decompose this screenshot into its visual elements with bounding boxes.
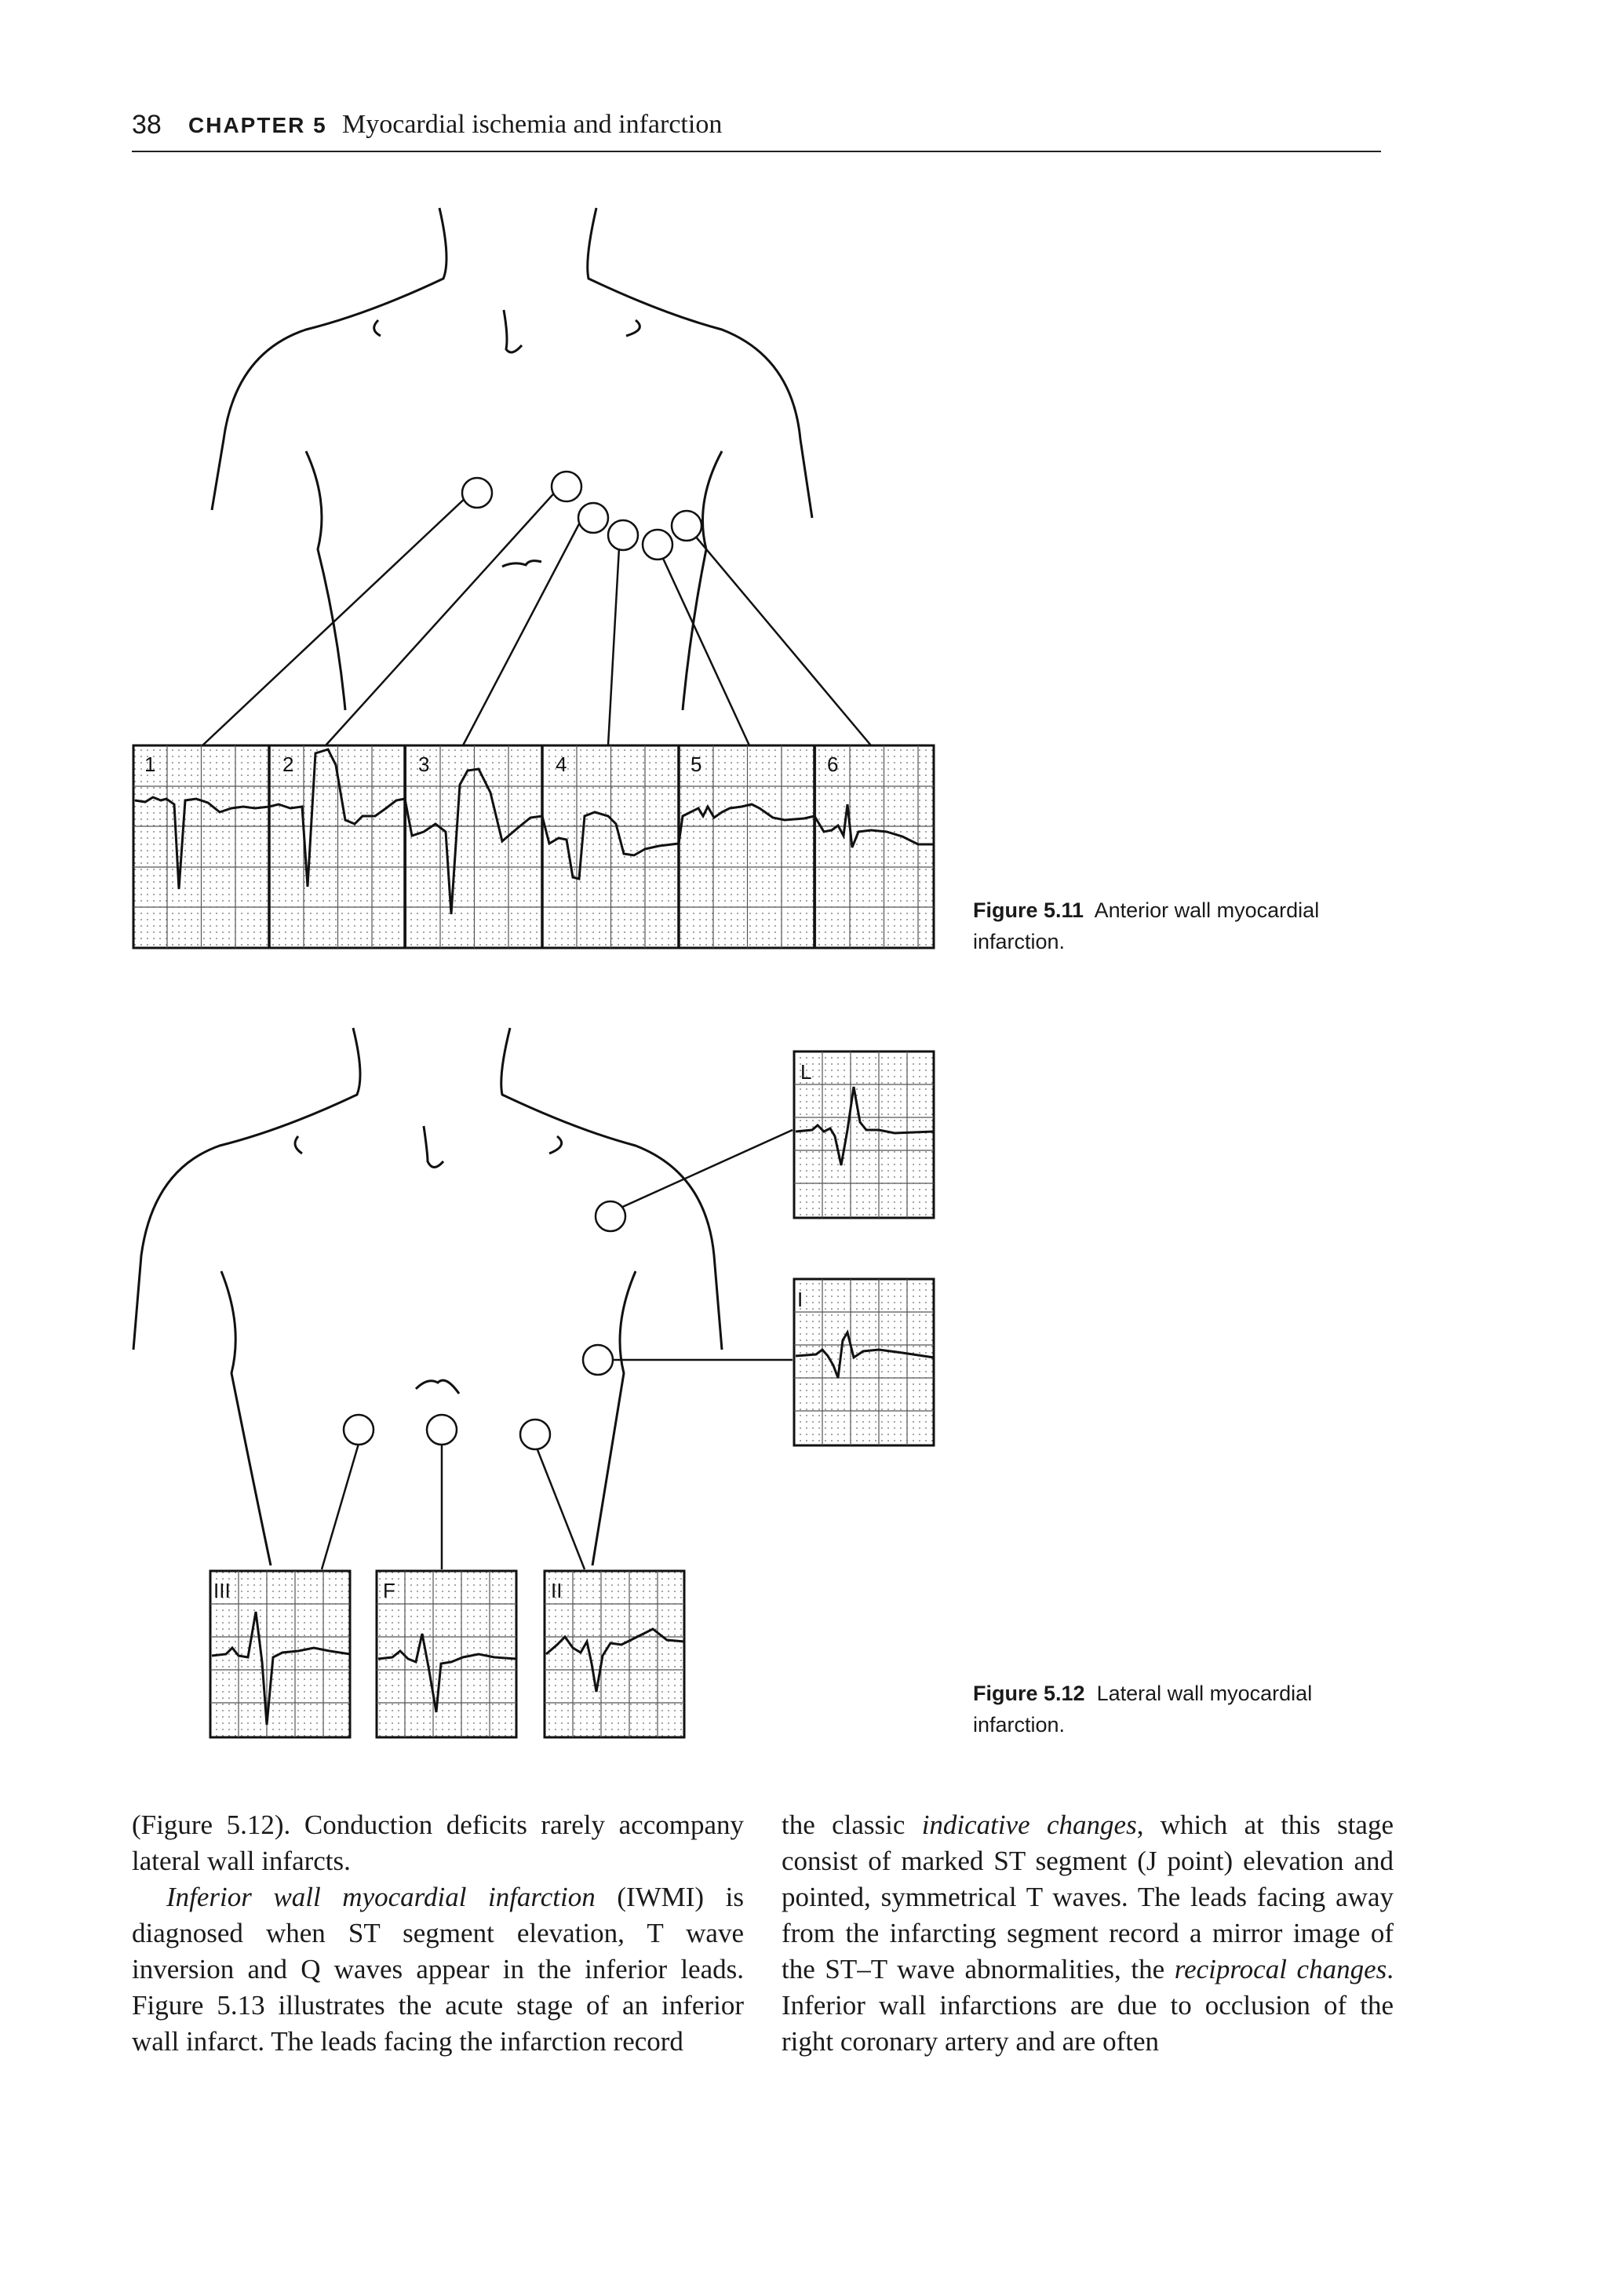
figure-5-11-caption: Figure 5.11 Anterior wall myocardial inf… bbox=[973, 895, 1397, 957]
term-reciprocal-changes: reciprocal changes bbox=[1174, 1954, 1387, 1984]
running-header: 38 CHAPTER 5 Myocardial ischemia and inf… bbox=[132, 110, 1381, 154]
lead-L-label: L bbox=[800, 1060, 811, 1084]
figure-5-12-caption: Figure 5.12 Lateral wall myocardial infa… bbox=[973, 1678, 1397, 1740]
figure-5-11-text: Anterior wall myocardial infarction. bbox=[973, 898, 1320, 953]
lead-F-label: F bbox=[383, 1579, 395, 1602]
ecg-trace-L bbox=[795, 1086, 935, 1166]
fig512-ecg-boxes: L I III bbox=[209, 1050, 935, 1739]
paragraph-1: (Figure 5.12). Conduction deficits rarel… bbox=[132, 1809, 744, 1876]
lead-3-label: 3 bbox=[418, 753, 429, 776]
lead-4-label: 4 bbox=[556, 753, 567, 776]
ecg-trace-F bbox=[377, 1633, 517, 1713]
ecg-trace-I bbox=[795, 1329, 935, 1379]
fig512-electrodes bbox=[320, 1128, 793, 1570]
lead-II-label: II bbox=[551, 1579, 562, 1602]
fig511-ecg-strip: 1 2 3 4 5 6 bbox=[132, 744, 935, 949]
ecg-trace-II bbox=[545, 1627, 685, 1693]
figure-5-11-label: Figure 5.11 bbox=[973, 898, 1084, 922]
term-indicative-changes: indicative changes bbox=[921, 1809, 1137, 1840]
fig512-torso bbox=[132, 1027, 723, 1566]
fig511-electrodes bbox=[202, 470, 872, 746]
lead-5-label: 5 bbox=[691, 753, 701, 776]
ecg-trace-III bbox=[211, 1611, 351, 1726]
ecg-trace-anterior bbox=[134, 748, 934, 915]
p3-text-a: the classic bbox=[782, 1809, 922, 1840]
paragraph-2-text: (IWMI) is diagnosed when ST segment elev… bbox=[132, 1882, 745, 2057]
p3-text-b: , which at this stage consist of marked … bbox=[782, 1809, 1394, 1984]
body-column-right: the classic indicative changes, which at… bbox=[782, 1807, 1394, 2060]
paragraph-2: Inferior wall myocardial infarction (IWM… bbox=[132, 1879, 744, 2060]
p3-text-c: . Inferior wall infarctions are due to o… bbox=[782, 1954, 1394, 2057]
header-rule bbox=[132, 151, 1381, 152]
lead-2-label: 2 bbox=[282, 753, 293, 776]
term-iwmi: Inferior wall myocardial infarction bbox=[166, 1882, 596, 1912]
lead-I-label: I bbox=[797, 1288, 803, 1311]
chapter-label: CHAPTER 5 bbox=[188, 113, 327, 137]
figure-5-12-text: Lateral wall myocardial infarction. bbox=[973, 1682, 1313, 1737]
lead-III-label: III bbox=[213, 1579, 231, 1602]
page-number: 38 bbox=[132, 110, 162, 140]
body-column-left: (Figure 5.12). Conduction deficits rarel… bbox=[132, 1807, 744, 2060]
paragraph-3: the classic indicative changes, which at… bbox=[782, 1807, 1394, 2060]
fig511-torso bbox=[210, 207, 814, 711]
lead-1-label: 1 bbox=[144, 753, 155, 776]
chapter-title: Myocardial ischemia and infarction bbox=[342, 110, 723, 139]
lead-6-label: 6 bbox=[827, 753, 838, 776]
figure-5-12-label: Figure 5.12 bbox=[973, 1682, 1085, 1705]
